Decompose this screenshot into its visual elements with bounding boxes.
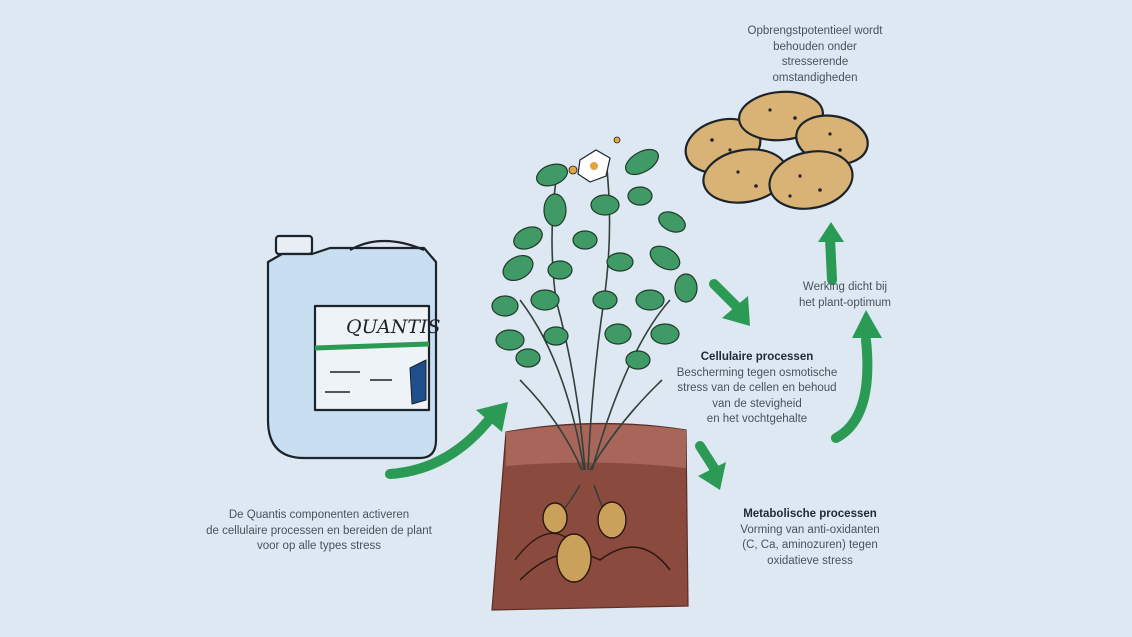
- arrow-icon: [385, 233, 873, 479]
- potato-flower-icon: [568, 136, 621, 183]
- jerrycan-illustration: [266, 234, 438, 460]
- cellular-title: Cellulaire processen: [700, 351, 814, 363]
- text-line: omstandigheden: [772, 71, 858, 84]
- tuber-illustration: [542, 501, 627, 583]
- quantis-text: De Quantis componenten activeren de cell…: [196, 508, 442, 555]
- text-line: van de stevigheid: [712, 397, 802, 410]
- text-line: Werking dicht bij: [802, 281, 888, 293]
- text-line: en het vochtgehalte: [706, 413, 808, 425]
- potato-plant-illustration: [491, 136, 698, 583]
- text-line: Bescherming tegen osmotische: [676, 366, 838, 379]
- arrow-heads: [476, 222, 882, 490]
- text-line: Vorming van anti-oxidanten: [740, 523, 880, 536]
- text-line: behouden onder stresserende: [773, 40, 857, 69]
- text-line: stress van de cellen en behoud: [677, 382, 837, 394]
- text-line: oxidatieve stress: [767, 554, 853, 567]
- soil-illustration: [491, 422, 689, 611]
- metabolic-title: Metabolische processen: [743, 508, 877, 520]
- potatoes-illustration: [684, 90, 869, 210]
- text-line: (C, Ca, aminozuren) tegen: [742, 539, 878, 551]
- text-line: De Quantis componenten activeren: [228, 509, 410, 521]
- optimum-text: Werking dicht bij het plant-optimum: [770, 280, 920, 311]
- text-line: de cellulaire processen en bereiden de p…: [206, 524, 432, 537]
- cellular-text: Cellulaire processen Bescherming tegen o…: [672, 350, 842, 428]
- text-line: voor op alle types stress: [256, 540, 381, 552]
- text-line: het plant-optimum: [798, 296, 892, 309]
- product-label: QUANTIS: [346, 316, 441, 338]
- yield-text: Opbrengstpotentieel wordt behouden onder…: [740, 24, 890, 86]
- metabolic-text: Metabolische processen Vorming van anti-…: [730, 507, 890, 569]
- text-line: Opbrengstpotentieel wordt: [747, 25, 883, 37]
